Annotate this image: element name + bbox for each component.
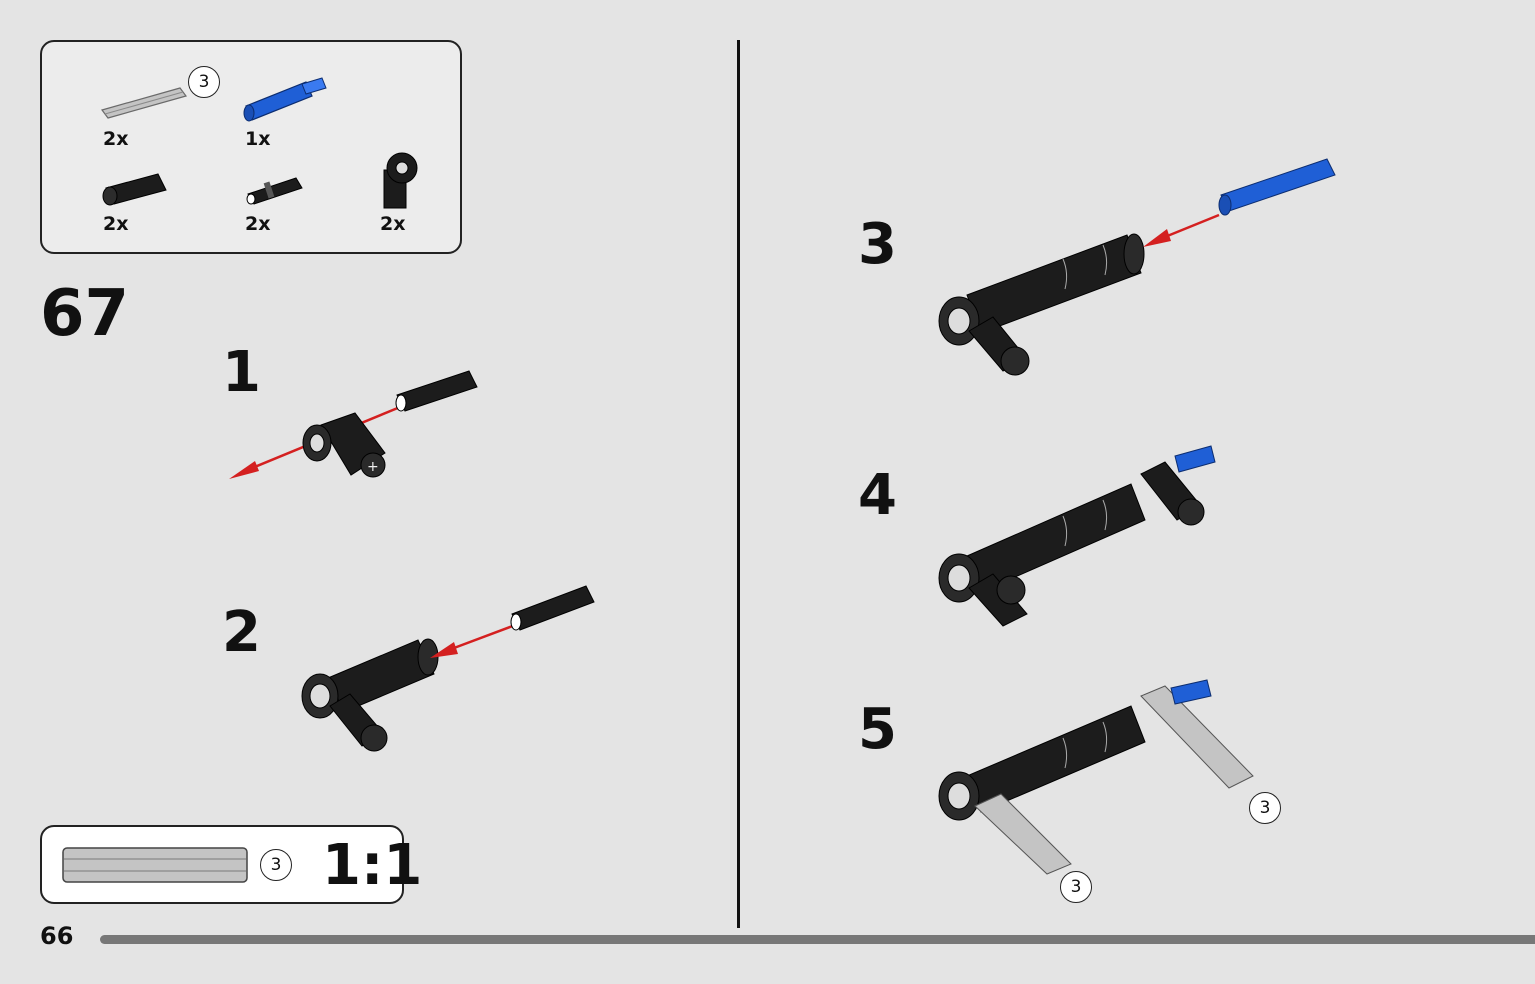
part-qty: 2x (380, 213, 406, 235)
page-number: 66 (40, 922, 74, 950)
grey-axle-icon (100, 87, 188, 119)
step-number: 5 (858, 697, 897, 762)
angle-connector-icon (383, 152, 418, 209)
step-4-illustration (938, 445, 1216, 627)
length-callout: 3 (260, 849, 292, 881)
length-callout: 3 (1249, 792, 1281, 824)
part-qty: 2x (103, 213, 129, 235)
build-group-number: 67 (40, 277, 130, 351)
step-number: 2 (222, 600, 261, 665)
part-qty: 2x (103, 128, 129, 150)
parts-list-box (40, 40, 462, 254)
part-qty: 1x (245, 128, 271, 150)
step-number: 3 (858, 212, 897, 277)
blue-pin-icon (243, 77, 327, 122)
step-3-illustration (938, 158, 1336, 376)
black-tube-icon (102, 173, 167, 206)
progress-bar (100, 935, 1535, 944)
length-callout: 3 (188, 66, 220, 98)
step-1-illustration: + (229, 370, 478, 479)
length-callout: 3 (1060, 871, 1092, 903)
step-2-illustration (301, 585, 595, 752)
step-number: 4 (858, 463, 897, 528)
grey-axle-icon (62, 847, 248, 883)
black-pin-icon (246, 177, 303, 205)
scale-label: 1:1 (322, 833, 423, 898)
part-qty: 2x (245, 213, 271, 235)
step-5-illustration (938, 679, 1254, 875)
step-number: 1 (222, 340, 261, 405)
page-divider (737, 40, 740, 928)
svg-text:+: + (367, 459, 379, 475)
